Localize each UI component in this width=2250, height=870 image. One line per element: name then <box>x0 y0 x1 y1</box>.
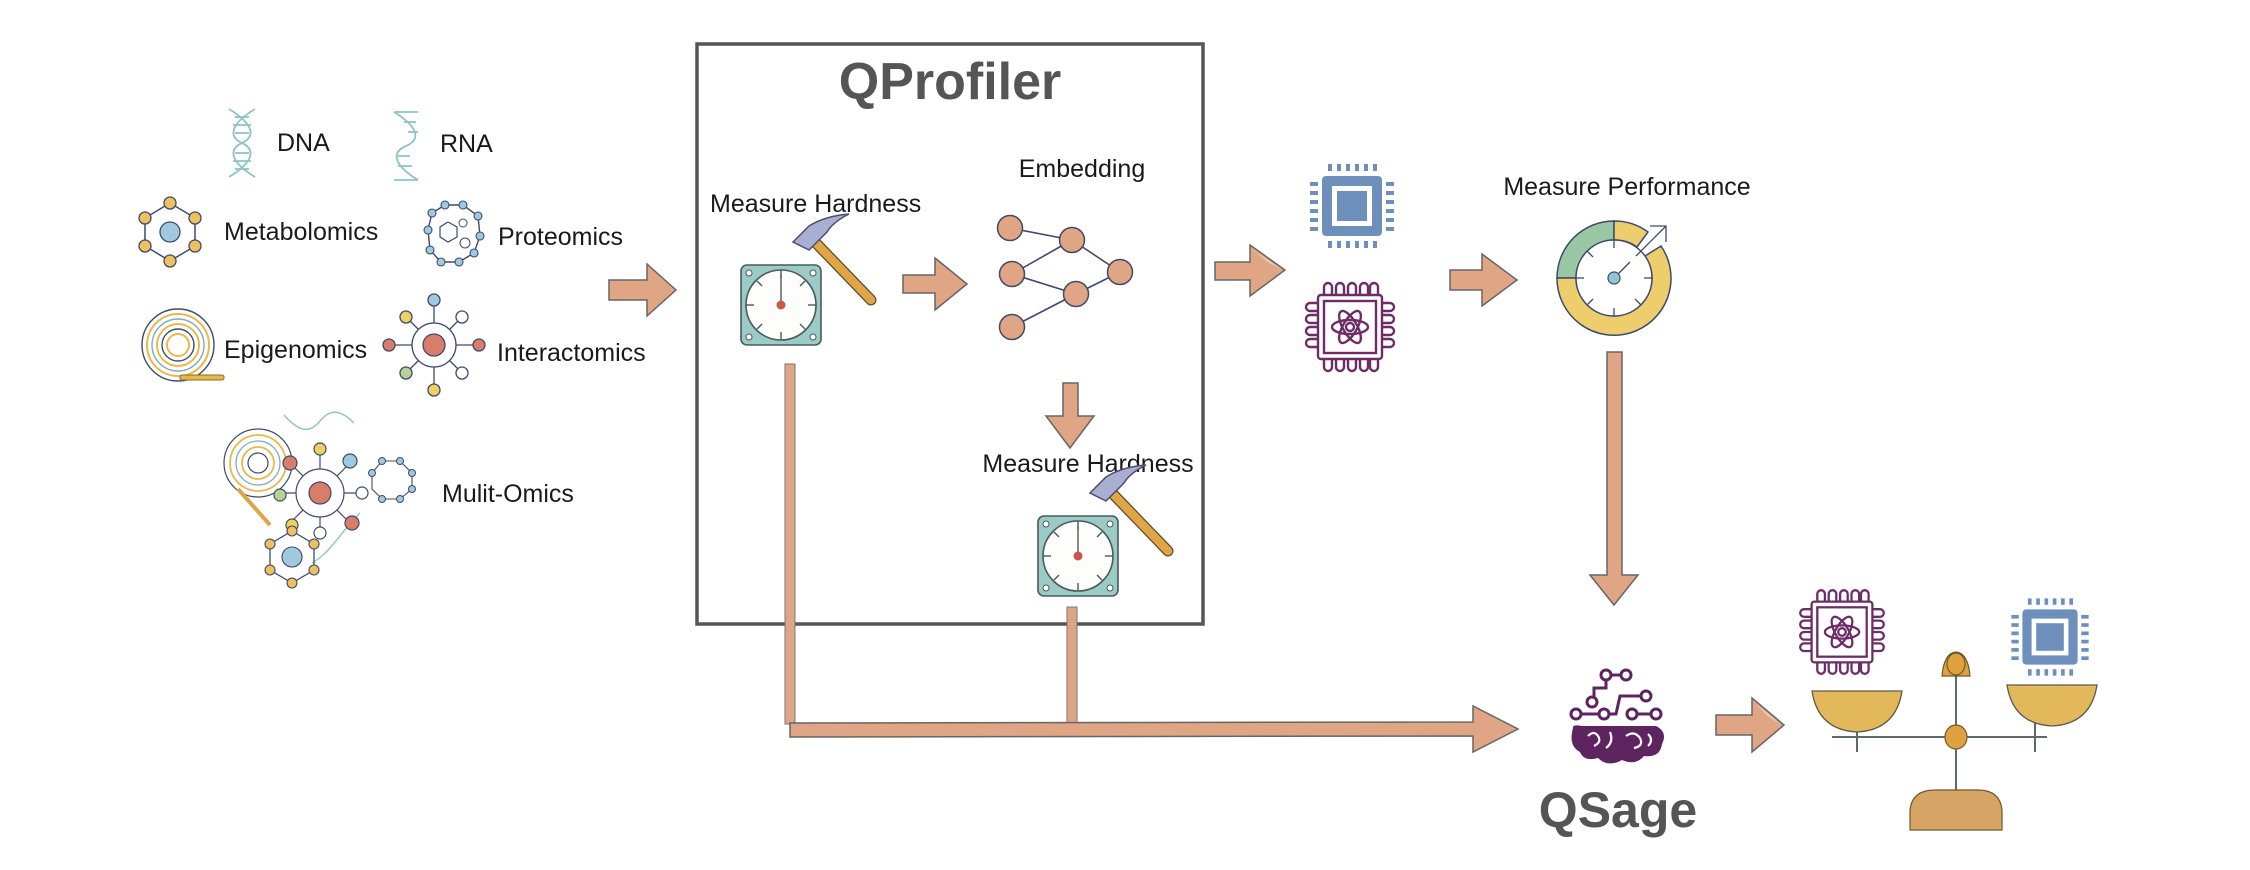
arrow-hardness-to-embedding <box>902 256 969 312</box>
step-measure-hardness-1-label: Measure Hardness <box>710 190 921 218</box>
classical-chip-icon <box>1310 164 1394 248</box>
label-epigenomics: Epigenomics <box>224 336 367 364</box>
qsage-brain-icon <box>1569 668 1664 764</box>
scale-quantum-chip-icon <box>1799 589 1885 675</box>
connector-hardness-to-qsage <box>784 363 1520 754</box>
input-dna: DNA <box>228 108 330 178</box>
qprofiler-box: QProfiler <box>695 42 1205 626</box>
label-multi-omics: Mulit-Omics <box>442 480 574 508</box>
label-rna: RNA <box>440 130 493 158</box>
quantum-chip-icon <box>1304 281 1396 373</box>
input-rna: RNA <box>393 111 493 181</box>
arrow-embedding-to-hardness <box>1044 382 1096 450</box>
label-metabolomics: Metabolomics <box>224 218 378 246</box>
hardness-gauge-icon-1 <box>740 214 871 346</box>
label-interactomics: Interactomics <box>497 339 646 367</box>
dna-helix-icon <box>228 108 256 178</box>
arrow-performance-to-qsage <box>1588 351 1640 607</box>
proteomics-molecule-icon <box>423 200 485 267</box>
measure-performance-label: Measure Performance <box>1503 173 1750 201</box>
label-dna: DNA <box>277 129 330 157</box>
input-metabolomics: Metabolomics <box>138 196 378 268</box>
metabolomics-ring-icon <box>138 196 202 268</box>
arrow-hardware-to-performance <box>1449 252 1519 308</box>
rna-strand-icon <box>393 111 419 181</box>
step-embedding-label: Embedding <box>1019 155 1145 183</box>
input-proteomics: Proteomics <box>423 200 623 267</box>
input-epigenomics: Epigenomics <box>141 308 367 382</box>
input-interactomics: Interactomics <box>382 293 646 397</box>
qprofiler-title: QProfiler <box>839 53 1062 111</box>
multi-omics-cluster-icon <box>223 411 416 589</box>
input-multi-omics: Mulit-Omics <box>223 411 574 589</box>
arrow-qsage-to-scale <box>1715 696 1786 754</box>
arrow-inputs-to-qprofiler <box>608 262 678 318</box>
scale-classical-chip-icon <box>2011 598 2089 676</box>
balance-scale-icon <box>1811 651 2098 831</box>
arrow-qprofiler-to-hardware <box>1214 243 1287 298</box>
speedometer-icon <box>1556 220 1672 336</box>
qsage-title: QSage <box>1539 782 1697 838</box>
epigenomics-coil-icon <box>141 308 225 382</box>
embedding-network-icon <box>996 214 1134 341</box>
interactomics-network-icon <box>382 293 486 397</box>
step-measure-hardness-2-label: Measure Hardness <box>982 450 1193 478</box>
label-proteomics: Proteomics <box>498 223 623 251</box>
hardness-gauge-icon-2 <box>1037 465 1168 597</box>
